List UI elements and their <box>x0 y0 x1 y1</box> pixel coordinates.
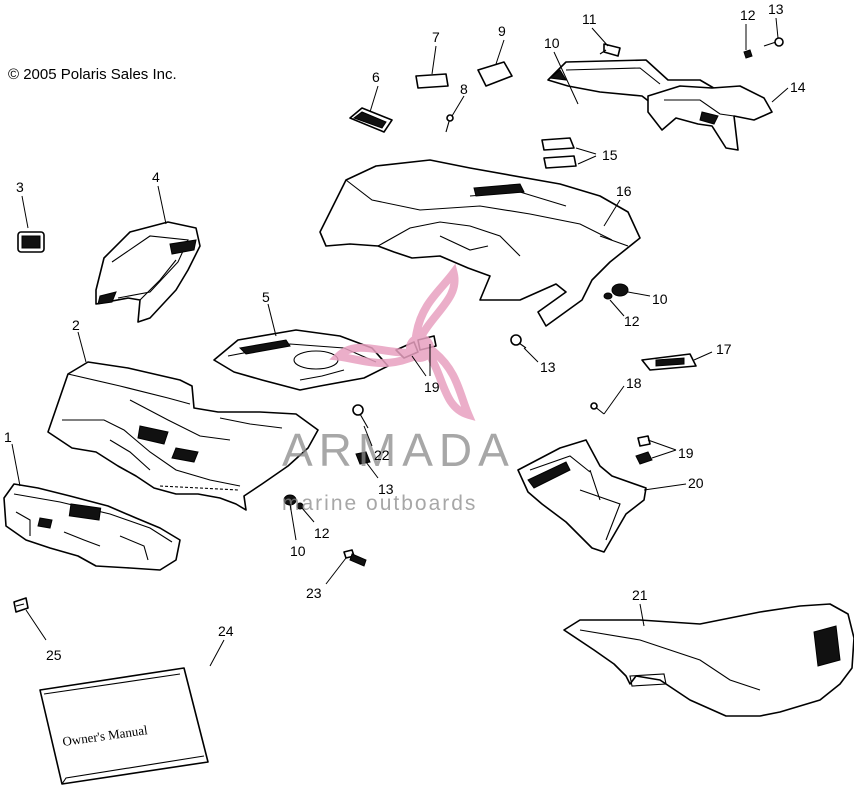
part-8-screw <box>445 114 454 133</box>
callout-10-lower: 10 <box>290 543 306 559</box>
part-23-bolt <box>343 549 367 567</box>
callout-15: 15 <box>602 147 618 163</box>
part-6-bracket <box>349 107 393 133</box>
callout-21: 21 <box>632 587 648 603</box>
part-7-lens <box>415 73 449 89</box>
part-1-front-bumper <box>3 483 181 571</box>
callout-19-mid: 19 <box>424 379 440 395</box>
part-14-rear-fender-end <box>647 85 773 151</box>
callout-17: 17 <box>716 341 732 357</box>
callout-6: 6 <box>372 69 380 85</box>
callout-12-right: 12 <box>624 313 640 329</box>
callout-20: 20 <box>688 475 704 491</box>
callout-9: 9 <box>498 23 506 39</box>
callout-18: 18 <box>626 375 642 391</box>
callout-2: 2 <box>72 317 80 333</box>
part-5-tank-cover <box>213 329 389 391</box>
callout-14: 14 <box>790 79 806 95</box>
part-4-side-panel <box>95 221 201 323</box>
part-11-bolt <box>599 43 621 57</box>
part-17-plate <box>641 353 697 371</box>
callout-24: 24 <box>218 623 234 639</box>
leader-lines <box>11 17 789 667</box>
part-22-bolt <box>352 404 369 429</box>
part-12-nut-lower <box>296 502 304 510</box>
part-12-nut-top <box>743 49 753 59</box>
callout-numbers: 1 2 3 4 5 6 7 8 9 10 11 12 13 14 15 16 1… <box>4 1 806 663</box>
part-19-clips-right <box>635 435 653 465</box>
watermark-logo <box>329 263 476 421</box>
callout-22: 22 <box>374 447 390 463</box>
callout-1: 1 <box>4 429 12 445</box>
callout-10-right: 10 <box>652 291 668 307</box>
callout-13-lower: 13 <box>378 481 394 497</box>
callout-23: 23 <box>306 585 322 601</box>
part-9-lens <box>477 61 513 87</box>
part-18-pin <box>590 402 605 415</box>
watermark-brand: ARMADA <box>282 424 515 476</box>
callout-12-top: 12 <box>740 7 756 23</box>
callout-13-top: 13 <box>768 1 784 17</box>
part-10-grommet-right <box>611 283 629 297</box>
callout-13-mid: 13 <box>540 359 556 375</box>
part-13-screw-top <box>763 37 784 47</box>
callout-11: 11 <box>582 11 597 27</box>
callout-4: 4 <box>152 169 160 185</box>
part-21-seat <box>563 603 854 717</box>
part-13-screw-mid <box>510 334 527 349</box>
callout-5: 5 <box>262 289 270 305</box>
part-12-nut-right <box>603 292 613 300</box>
part-13-screw-lower <box>355 451 371 465</box>
watermark-tagline: marine outboards <box>282 492 477 515</box>
callout-7: 7 <box>432 29 440 45</box>
callout-3: 3 <box>16 179 24 195</box>
part-24-owners-manual <box>39 667 209 785</box>
part-20-side-panel <box>517 439 647 553</box>
copyright-text: © 2005 Polaris Sales Inc. <box>8 66 177 83</box>
callout-12-lower: 12 <box>314 525 330 541</box>
part-25-clip <box>13 597 29 613</box>
part-15-pads <box>541 137 577 169</box>
callout-16: 16 <box>616 183 632 199</box>
callout-8: 8 <box>460 81 468 97</box>
callout-10-top: 10 <box>544 35 560 51</box>
part-2-front-fender <box>47 361 319 511</box>
callout-19-right: 19 <box>678 445 694 461</box>
part-3-cap <box>17 231 45 253</box>
part-16-rear-fender <box>319 159 641 327</box>
callout-25: 25 <box>46 647 62 663</box>
